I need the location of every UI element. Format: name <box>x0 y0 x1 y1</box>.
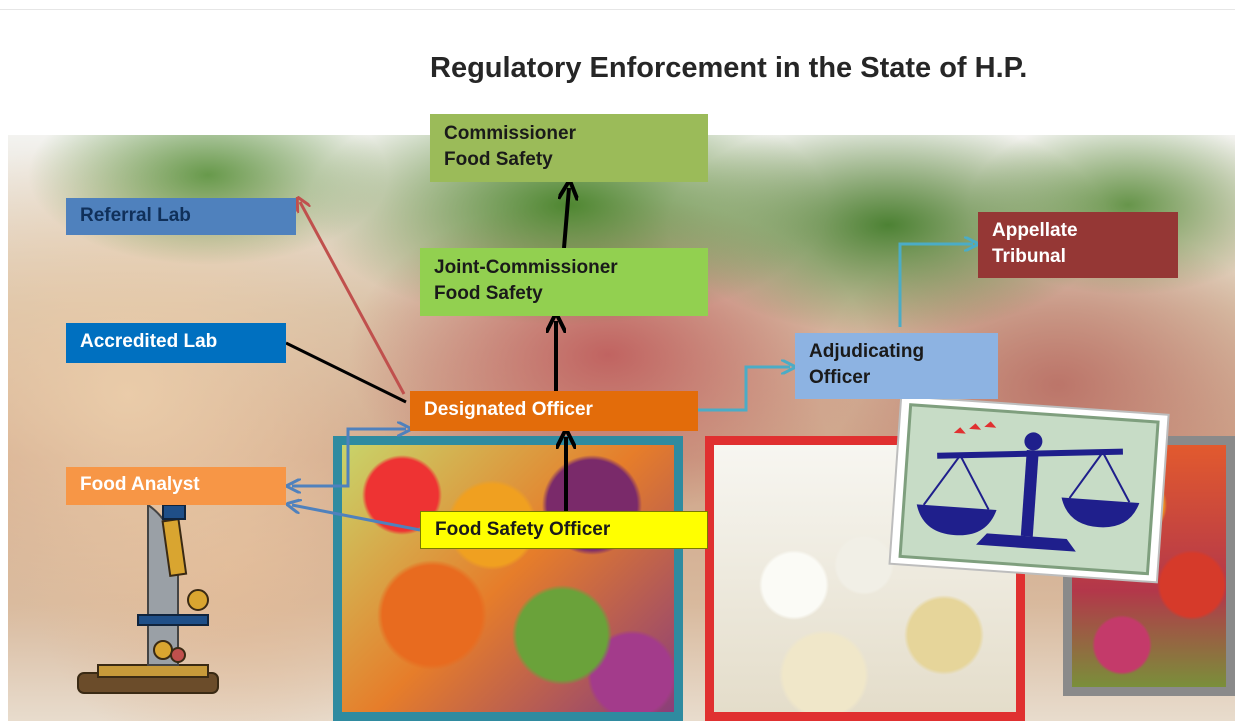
commissioner-food-safety-box: Commissioner Food Safety <box>430 114 708 182</box>
accredited-lab-box: Accredited Lab <box>66 323 286 363</box>
fruit-photo <box>1063 436 1235 696</box>
adjudicating-officer-box: Adjudicating Officer <box>795 333 998 399</box>
dairy-photo <box>705 436 1025 721</box>
appellate-tribunal-box: Appellate Tribunal <box>978 212 1178 278</box>
referral-lab-box: Referral Lab <box>66 198 296 235</box>
food-safety-officer-label: Food Safety Officer <box>435 519 611 540</box>
accredited-lab-label: Accredited Lab <box>80 331 218 352</box>
joint-commissioner-box: Joint-Commissioner Food Safety <box>420 248 708 316</box>
commissioner-line1: Commissioner <box>444 123 576 144</box>
designated-officer-label: Designated Officer <box>424 399 593 420</box>
appellate-tribunal-line2: Tribunal <box>992 246 1066 267</box>
joint-commissioner-line2: Food Safety <box>434 283 543 304</box>
designated-officer-box: Designated Officer <box>410 391 698 431</box>
page-title: Regulatory Enforcement in the State of H… <box>430 52 1028 84</box>
top-divider <box>0 9 1235 10</box>
joint-commissioner-line1: Joint-Commissioner <box>434 257 618 278</box>
vegetables-photo <box>333 436 683 721</box>
appellate-tribunal-line1: Appellate <box>992 220 1078 241</box>
food-analyst-box: Food Analyst <box>66 467 286 505</box>
referral-lab-label: Referral Lab <box>80 205 191 226</box>
food-safety-officer-box: Food Safety Officer <box>420 511 708 549</box>
food-analyst-label: Food Analyst <box>80 474 200 495</box>
adjudicating-officer-line1: Adjudicating <box>809 341 925 362</box>
commissioner-line2: Food Safety <box>444 149 553 170</box>
adjudicating-officer-line2: Officer <box>809 367 871 388</box>
